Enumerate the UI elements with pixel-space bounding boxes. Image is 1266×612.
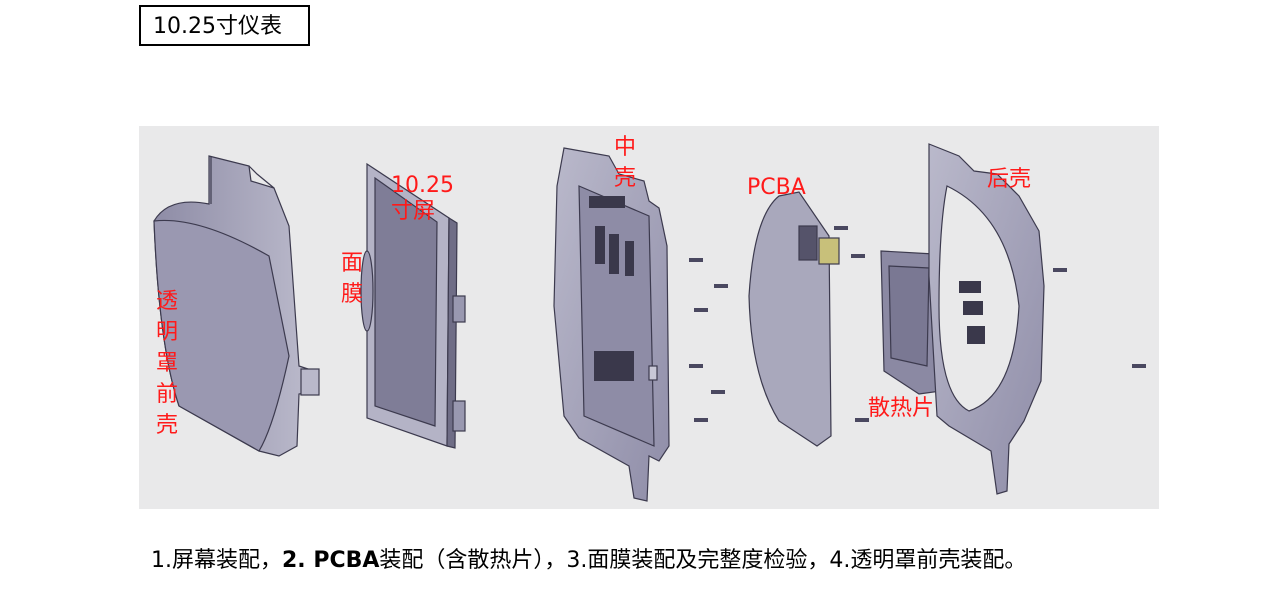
label-heat-sink: 散热片 xyxy=(868,396,935,421)
screen-and-film xyxy=(360,162,466,449)
cover-front-shell xyxy=(153,155,320,457)
step-2: 2. PCBA xyxy=(282,548,380,573)
mid-shell xyxy=(553,147,670,502)
label-rear-shell: 后壳 xyxy=(987,167,1032,192)
exploded-view-diagram: 透明罩前壳 面膜 10.25 寸屏 中壳 PCBA 后壳 散热片 xyxy=(139,126,1159,509)
label-mid-shell: 中壳 xyxy=(614,135,637,191)
label-pcba: PCBA xyxy=(747,175,806,200)
assembly-steps-caption: 1.屏幕装配，2. PCBA装配（含散热片），3.面膜装配及完整度检验，4.透明… xyxy=(151,546,1141,575)
label-cover-front-shell: 透明罩前壳 xyxy=(156,289,179,438)
label-screen: 10.25 寸屏 xyxy=(391,173,454,224)
exploded-view-drawing xyxy=(153,143,1146,502)
heat-sink xyxy=(880,250,945,395)
label-face-film: 面膜 xyxy=(341,251,364,307)
step-2-rest: 装配（含散热片），3.面膜装配及完整度检验，4.透明罩前壳装配。 xyxy=(379,548,1027,573)
pcba-board xyxy=(748,191,840,447)
step-1: 1.屏幕装配， xyxy=(151,548,282,573)
rear-shell xyxy=(928,143,1045,495)
page-title: 10.25寸仪表 xyxy=(139,5,310,46)
screws-left xyxy=(689,226,1146,422)
